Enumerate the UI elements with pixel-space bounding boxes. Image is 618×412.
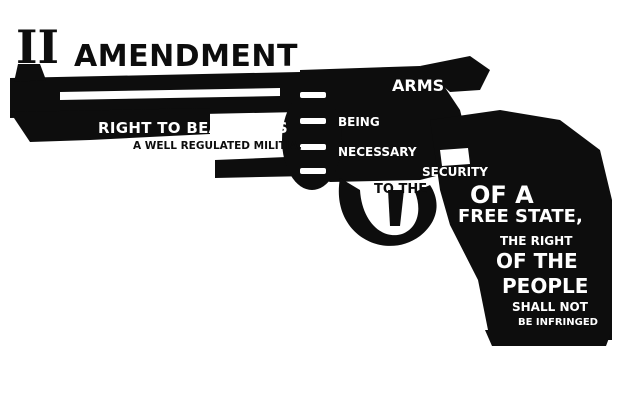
well-regulated-militia: A WELL REGULATED MILITIA, bbox=[133, 140, 303, 152]
of-a-label: OF A bbox=[470, 181, 534, 209]
of-the-label: OF THE bbox=[496, 249, 578, 273]
amendment-numeral: II bbox=[16, 20, 60, 74]
be-infringed-label: BE INFRINGED bbox=[518, 317, 598, 328]
security-label: SECURITY bbox=[422, 165, 488, 179]
being-label: BEING bbox=[338, 115, 380, 129]
to-the-label: TO THE bbox=[374, 182, 428, 197]
arms-label: ARMS bbox=[392, 76, 445, 95]
people-label: PEOPLE bbox=[502, 274, 589, 298]
necessary-label: NECESSARY bbox=[338, 145, 417, 159]
amendment-title: AMENDMENT bbox=[74, 39, 298, 74]
free-state-label: FREE STATE, bbox=[458, 206, 583, 227]
right-to-bear-arms: RIGHT TO BEAR ARMS bbox=[98, 119, 289, 137]
the-right-label: THE RIGHT bbox=[500, 234, 573, 248]
shall-not-label: SHALL NOT bbox=[512, 300, 588, 314]
